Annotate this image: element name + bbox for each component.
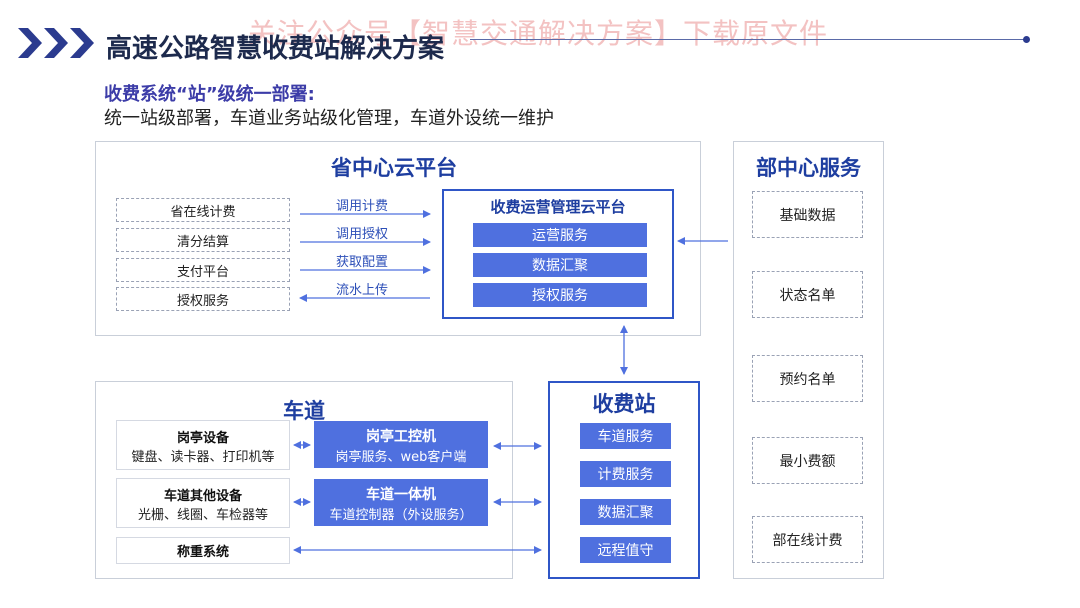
lane-controller-integrated: 车道一体机 车道控制器（外设服务） [314, 479, 488, 526]
province-item-authorization: 授权服务 [116, 287, 290, 311]
ministry-item-min-fee: 最小费额 [752, 437, 863, 484]
ministry-item-basic-data: 基础数据 [752, 191, 863, 238]
lane-controller-booth-pc-desc: 岗亭服务、web客户端 [335, 450, 467, 465]
lane-device-weighing: 称重系统 [116, 537, 290, 564]
flow-label-config: 获取配置 [336, 255, 389, 270]
lane-device-other-title: 车道其他设备 [163, 489, 242, 504]
cloud-service-operations: 运营服务 [473, 223, 647, 247]
lane-device-booth: 岗亭设备 键盘、读卡器、打印机等 [116, 420, 290, 470]
station-service-billing: 计费服务 [580, 461, 671, 487]
lane-device-other: 车道其他设备 光栅、线圈、车检器等 [116, 478, 290, 528]
flow-label-billing: 调用计费 [336, 199, 389, 214]
province-item-online-billing: 省在线计费 [116, 198, 290, 222]
ministry-item-online-billing: 部在线计费 [752, 516, 863, 563]
station-service-remote-duty: 远程值守 [580, 537, 671, 563]
flow-label-upload: 流水上传 [336, 283, 389, 298]
ministry-title: 部中心服务 [756, 156, 861, 180]
province-cloud-title: 省中心云平台 [331, 156, 457, 180]
station-service-data-aggregation: 数据汇聚 [580, 499, 671, 525]
ministry-item-reservation-list: 预约名单 [752, 355, 863, 402]
subtitle-text: 统一站级部署，车道业务站级化管理，车道外设统一维护 [104, 108, 554, 129]
cloud-service-authorization: 授权服务 [473, 283, 647, 307]
toll-station-title: 收费站 [592, 392, 656, 416]
lane-device-booth-desc: 键盘、读卡器、打印机等 [131, 450, 275, 465]
flow-label-authorization: 调用授权 [336, 227, 389, 242]
lane-device-weighing-title: 称重系统 [176, 545, 229, 560]
province-item-settlement: 清分结算 [116, 228, 290, 252]
page-title: 高速公路智慧收费站解决方案 [106, 34, 445, 64]
watermark-text: 关注公众号【智慧交通解决方案】下载原文件 [248, 17, 829, 50]
ministry-item-status-list: 状态名单 [752, 271, 863, 318]
lane-controller-integrated-title: 车道一体机 [366, 487, 436, 503]
lane-controller-booth-pc: 岗亭工控机 岗亭服务、web客户端 [314, 421, 488, 468]
province-item-payment: 支付平台 [116, 258, 290, 282]
chevrons-icon [18, 28, 94, 58]
station-service-lane: 车道服务 [580, 423, 671, 449]
cloud-platform-title: 收费运营管理云平台 [490, 198, 626, 216]
lane-title: 车道 [283, 399, 325, 423]
lane-device-other-desc: 光栅、线圈、车检器等 [137, 508, 268, 523]
subtitle-heading: 收费系统“站”级统一部署: [104, 84, 315, 105]
lane-controller-integrated-desc: 车道控制器（外设服务） [329, 508, 473, 523]
header-divider-dot [1023, 36, 1030, 43]
lane-controller-booth-pc-title: 岗亭工控机 [366, 429, 436, 445]
lane-device-booth-title: 岗亭设备 [176, 431, 229, 446]
header-divider [470, 39, 1026, 40]
cloud-service-data-aggregation: 数据汇聚 [473, 253, 647, 277]
